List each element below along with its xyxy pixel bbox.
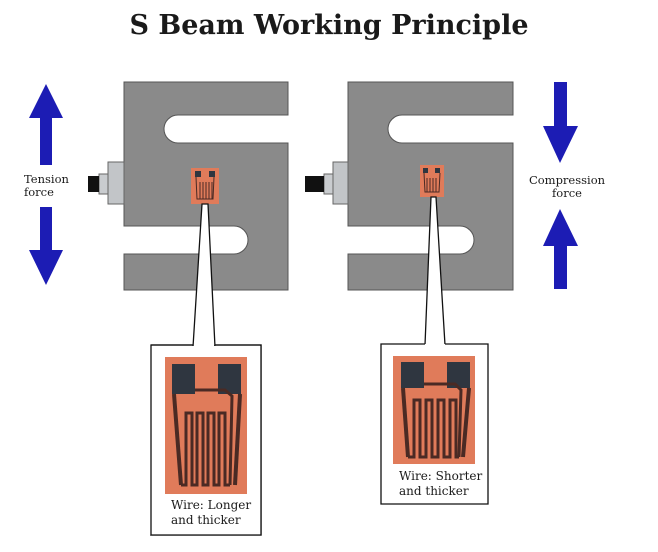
right-caption-line1: Wire: Shorter bbox=[399, 469, 483, 483]
right-caption-line2: and thicker bbox=[399, 484, 469, 498]
left-connector bbox=[88, 161, 125, 205]
compression-label-line1: Compression bbox=[528, 173, 606, 187]
compression-force-label: Compression force bbox=[527, 174, 607, 200]
left-gauge-grid bbox=[181, 411, 230, 487]
tension-arrow-down-icon bbox=[29, 207, 63, 285]
right-strain-gauge-small bbox=[420, 165, 444, 197]
tension-force-label: Tension force bbox=[24, 173, 69, 199]
tension-label-line1: Tension bbox=[24, 172, 69, 186]
diagram-title: S Beam Working Principle bbox=[129, 10, 529, 41]
compression-label-line2: force bbox=[552, 186, 582, 200]
left-callout-box bbox=[150, 344, 262, 536]
right-gauge-grid bbox=[408, 398, 459, 459]
left-caption: Wire: Longer and thicker bbox=[171, 498, 251, 528]
compression-arrow-down-icon bbox=[543, 82, 578, 163]
right-callout-box bbox=[380, 343, 489, 505]
left-caption-line2: and thicker bbox=[171, 513, 241, 527]
left-strain-gauge-small bbox=[191, 168, 219, 204]
right-connector bbox=[305, 161, 349, 205]
tension-label-line2: force bbox=[24, 185, 54, 199]
left-caption-line1: Wire: Longer bbox=[171, 498, 252, 512]
right-caption: Wire: Shorter and thicker bbox=[399, 469, 482, 499]
compression-arrow-up-icon bbox=[543, 209, 578, 289]
tension-arrow-up-icon bbox=[29, 84, 63, 165]
